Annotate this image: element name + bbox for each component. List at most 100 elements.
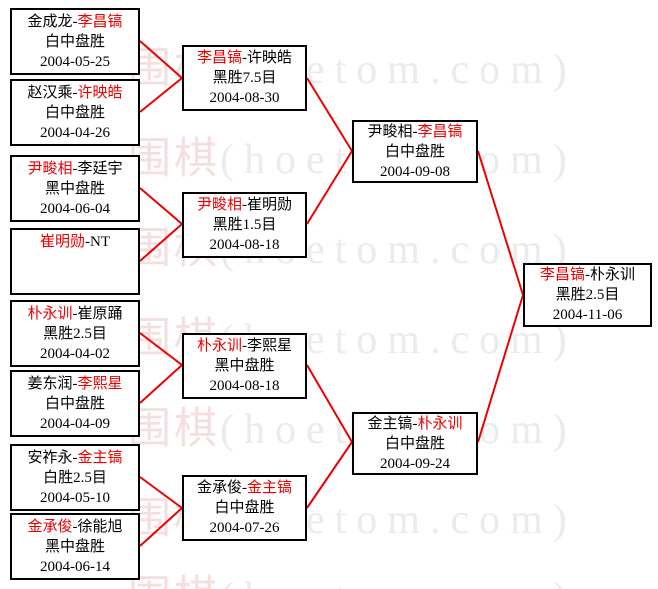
match-box-r2-4: 金承俊-金主镐 白中盘胜 2004-07-26 xyxy=(182,475,307,541)
players-separator: - xyxy=(412,124,418,140)
players-separator: - xyxy=(242,338,247,354)
match-box-r1-8: 金承俊-徐能旭 黑中盘胜 2004-06-14 xyxy=(10,513,140,580)
player1-name: 李昌镐 xyxy=(196,50,242,66)
players-separator: - xyxy=(242,480,247,496)
match-players: 金承俊-徐能旭 xyxy=(12,517,138,537)
players-separator: - xyxy=(72,519,78,535)
player1-name: 金承俊 xyxy=(196,480,242,496)
match-date: 2004-09-08 xyxy=(380,164,450,180)
player2-name: NT xyxy=(90,234,110,250)
players-separator: - xyxy=(412,416,418,432)
match-box-r2-3: 朴永训-李熙星 黑中盘胜 2004-08-18 xyxy=(182,333,307,399)
player2-name: 李廷宇 xyxy=(77,161,123,177)
players-separator: - xyxy=(242,50,247,66)
player2-name: 李昌镐 xyxy=(77,14,123,30)
player1-name: 赵汉乘 xyxy=(27,85,73,101)
match-result: 黑胜1.5目 xyxy=(212,217,277,233)
match-result: 白中盘胜 xyxy=(44,34,105,50)
match-box-r1-2: 赵汉乘-许映皓 白中盘胜 2004-04-26 xyxy=(10,79,140,146)
match-date: 2004-06-14 xyxy=(40,559,110,575)
match-date: 2004-06-04 xyxy=(40,201,110,217)
match-date: 2004-08-30 xyxy=(209,90,280,106)
match-result: 白中盘胜 xyxy=(384,144,445,160)
match-players: 姜东润-李熙星 xyxy=(12,374,138,394)
player2-name: 金主镐 xyxy=(77,450,123,466)
match-players: 崔明勋-NT xyxy=(12,232,138,252)
match-box-r2-2: 尹畯相-崔明勋 黑胜1.5目 2004-08-18 xyxy=(182,192,307,258)
match-date: 2004-04-26 xyxy=(40,125,110,141)
players-separator: - xyxy=(72,450,78,466)
connector-line xyxy=(139,364,183,404)
match-players: 尹畯相-崔明勋 xyxy=(184,195,305,215)
match-date: 2004-05-10 xyxy=(40,490,110,506)
match-result: 黑中盘胜 xyxy=(44,539,105,555)
players-separator: - xyxy=(85,234,90,250)
match-players: 李昌镐-许映皓 xyxy=(184,48,305,68)
player1-name: 金主镐 xyxy=(367,416,413,432)
match-result: 黑中盘胜 xyxy=(214,358,275,374)
players-separator: - xyxy=(72,306,78,322)
player1-name: 崔明勋 xyxy=(39,234,85,250)
match-box-r1-7: 安祚永-金主镐 白胜2.5目 2004-05-10 xyxy=(10,444,140,511)
players-separator: - xyxy=(242,197,247,213)
players-separator: - xyxy=(72,376,78,392)
match-players: 朴永训-李熙星 xyxy=(184,336,305,356)
player1-name: 安祚永 xyxy=(27,450,73,466)
connector-line xyxy=(139,187,183,225)
watermark-cjk-text: 围棋 xyxy=(128,136,220,183)
players-separator: - xyxy=(72,14,78,30)
player2-name: 李熙星 xyxy=(77,376,123,392)
player2-name: 徐能旭 xyxy=(77,519,123,535)
match-date: 2004-09-24 xyxy=(380,456,450,472)
watermark-cjk-text: 围棋 xyxy=(128,406,220,453)
player2-name: 许映皓 xyxy=(247,50,293,66)
match-date: 2004-04-02 xyxy=(40,346,110,362)
match-players: 朴永训-崔原踊 xyxy=(12,304,138,324)
match-box-r1-1: 金成龙-李昌镐 白中盘胜 2004-05-25 xyxy=(10,8,140,75)
player2-name: 李昌镐 xyxy=(417,124,463,140)
match-result: 黑胜2.5目 xyxy=(555,287,620,303)
match-result: 白中盘胜 xyxy=(214,500,275,516)
match-players: 李昌镐-朴永训 xyxy=(525,265,650,285)
match-box-r1-4: 崔明勋-NT xyxy=(10,228,140,295)
player1-name: 朴永训 xyxy=(27,306,73,322)
match-box-final: 李昌镐-朴永训 黑胜2.5目 2004-11-06 xyxy=(523,263,652,327)
player1-name: 李昌镐 xyxy=(539,267,585,283)
match-box-sf-2: 金主镐-朴永训 白中盘胜 2004-09-24 xyxy=(352,412,478,475)
player2-name: 朴永训 xyxy=(417,416,463,432)
match-result: 黑胜2.5目 xyxy=(43,326,107,342)
watermark-row: 围棋(hoetom.com) xyxy=(128,576,577,589)
player1-name: 朴永训 xyxy=(196,338,242,354)
match-players: 尹畯相-李昌镐 xyxy=(354,122,476,142)
player2-name: 金主镐 xyxy=(247,480,293,496)
player1-name: 金成龙 xyxy=(27,14,73,30)
match-date: 2004-11-06 xyxy=(552,307,623,323)
match-result: 黑胜7.5目 xyxy=(212,70,277,86)
match-date: 2004-05-25 xyxy=(40,54,110,70)
watermark-cjk-text: 围棋 xyxy=(128,574,220,589)
match-result: 黑中盘胜 xyxy=(44,181,105,197)
match-date: 2004-08-18 xyxy=(209,237,280,253)
match-result: 白胜2.5目 xyxy=(43,470,107,486)
match-date: 2004-07-26 xyxy=(209,520,280,536)
player1-name: 尹畯相 xyxy=(196,197,242,213)
match-box-sf-1: 尹畯相-李昌镐 白中盘胜 2004-09-08 xyxy=(352,120,478,183)
player1-name: 金承俊 xyxy=(27,519,73,535)
player1-name: 尹畯相 xyxy=(27,161,73,177)
match-box-r1-5: 朴永训-崔原踊 黑胜2.5目 2004-04-02 xyxy=(10,300,140,367)
match-result: 白中盘胜 xyxy=(44,105,105,121)
match-result: 白中盘胜 xyxy=(384,436,445,452)
player2-name: 李熙星 xyxy=(247,338,293,354)
match-box-r2-1: 李昌镐-许映皓 黑胜7.5目 2004-08-30 xyxy=(182,45,307,111)
player1-name: 尹畯相 xyxy=(367,124,413,140)
match-date: 2004-04-09 xyxy=(40,416,110,432)
match-players: 安祚永-金主镐 xyxy=(12,448,138,468)
player1-name: 姜东润 xyxy=(27,376,73,392)
players-separator: - xyxy=(585,267,590,283)
player2-name: 崔明勋 xyxy=(247,197,293,213)
match-date: 2004-08-18 xyxy=(209,378,280,394)
players-separator: - xyxy=(72,85,78,101)
watermark-domain-text: (hoetom.com) xyxy=(220,575,577,589)
match-players: 金承俊-金主镐 xyxy=(184,478,305,498)
